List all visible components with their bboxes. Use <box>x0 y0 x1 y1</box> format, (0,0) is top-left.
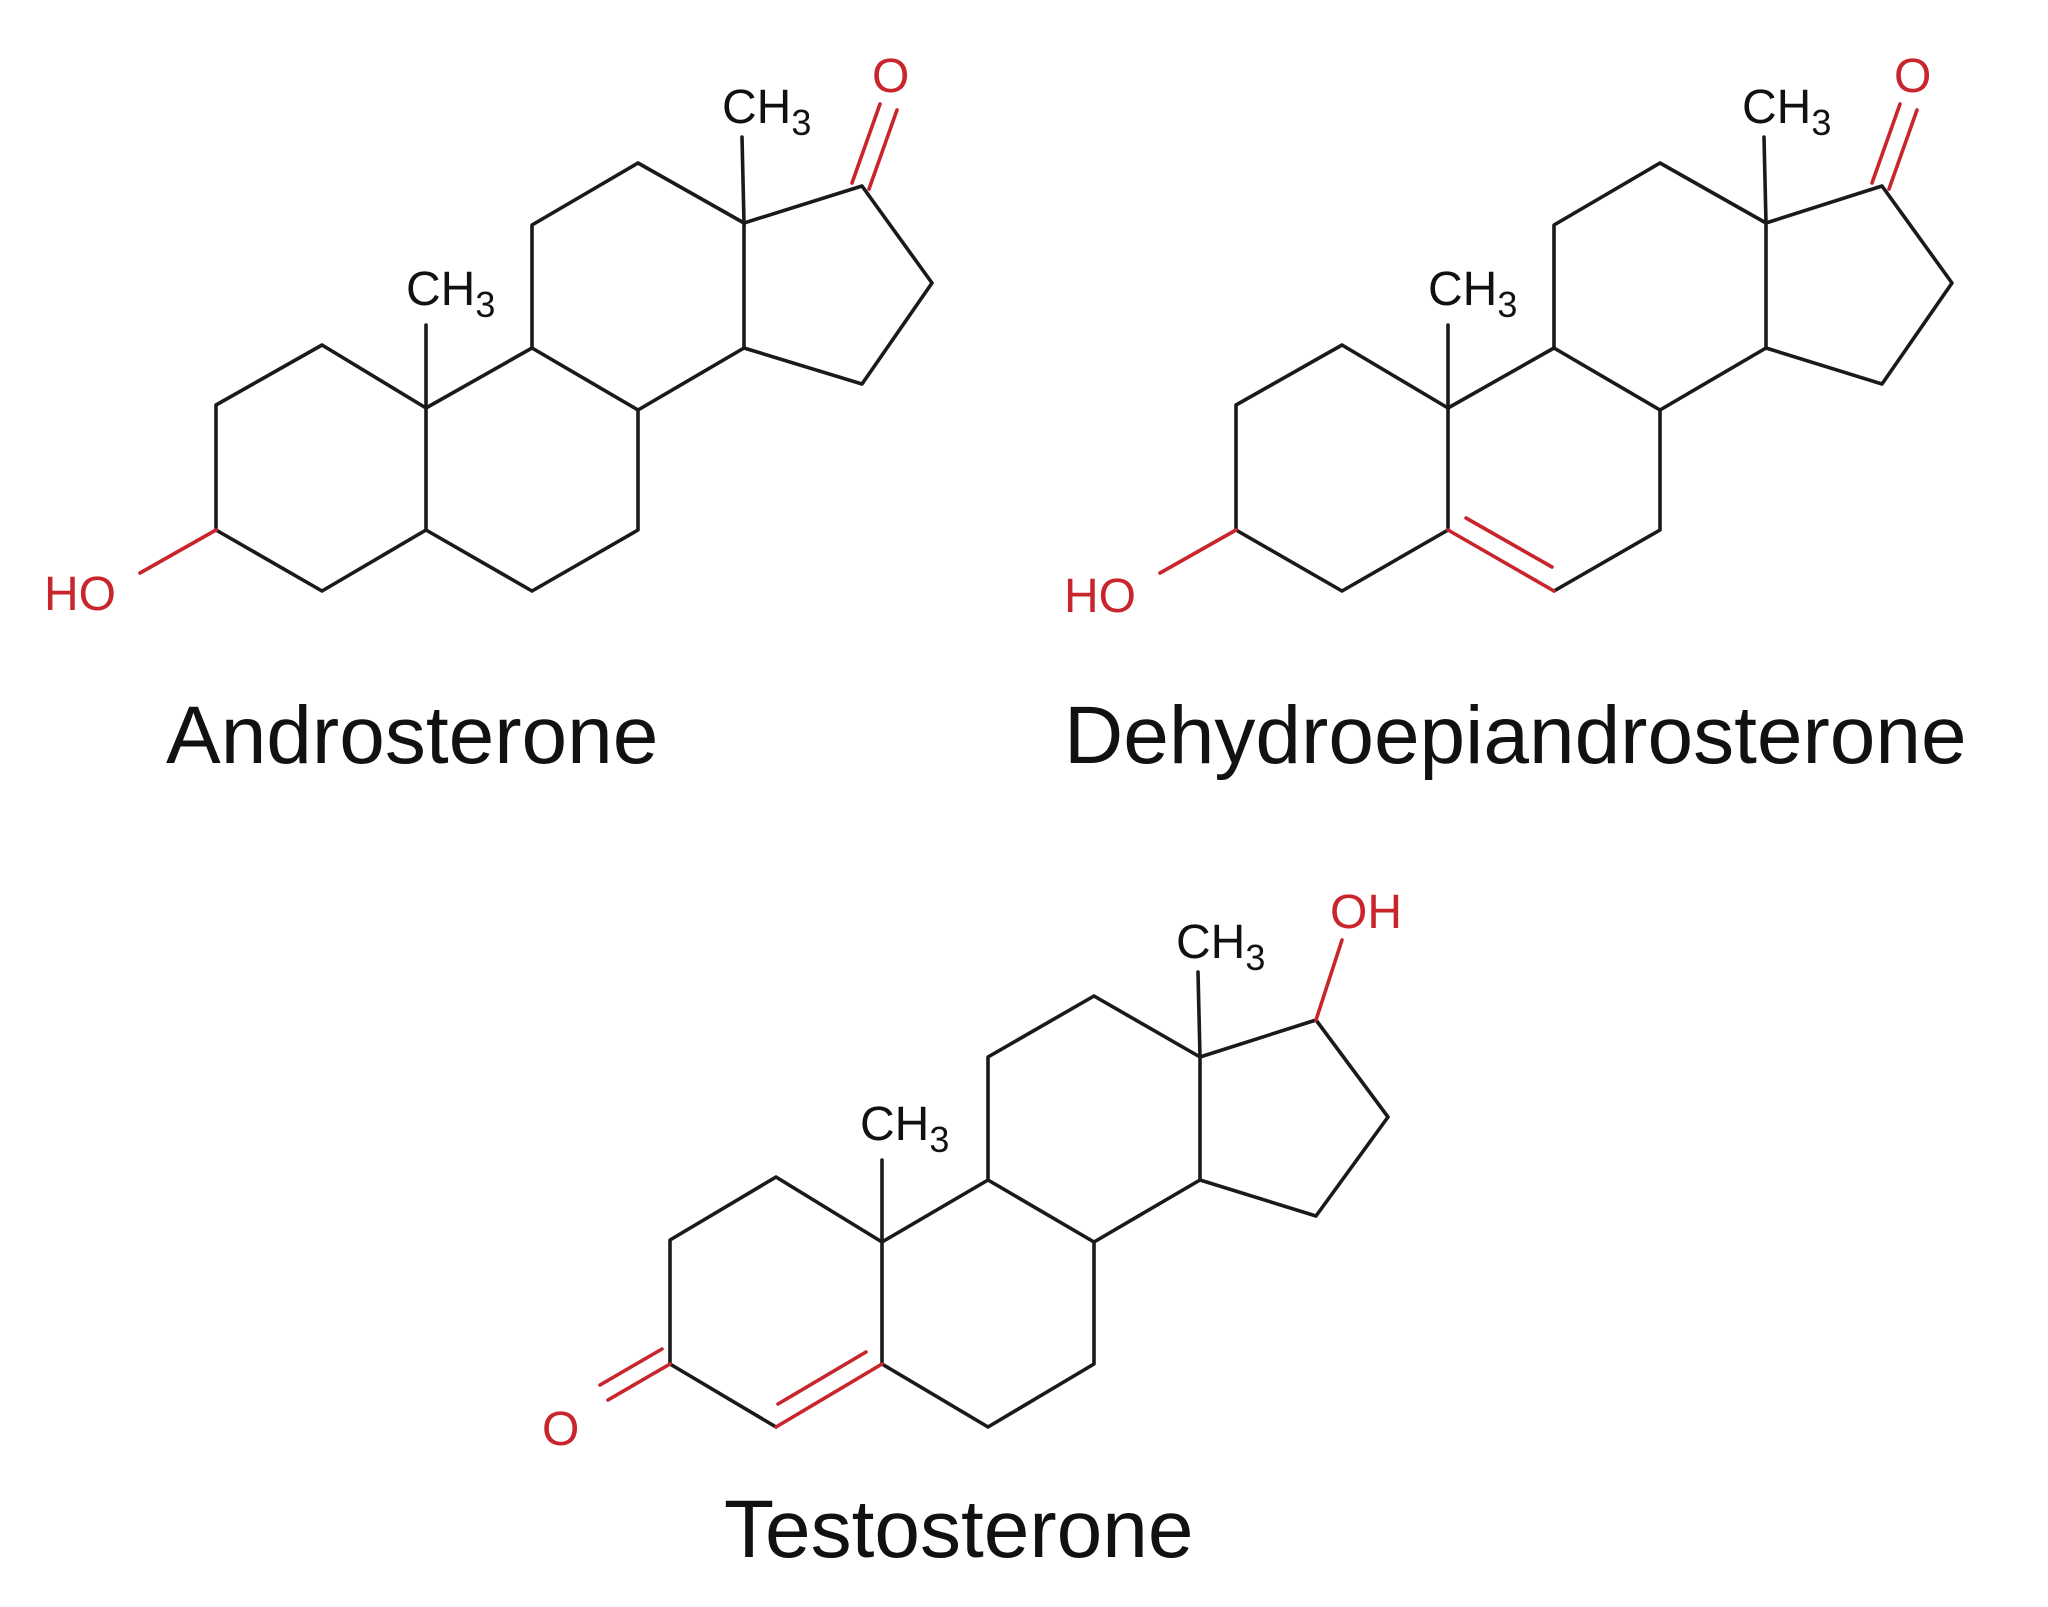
testosterone-atom-labels: CH3 CH3 OH O <box>542 886 1402 1456</box>
testosterone-skeleton-bonds <box>668 970 1390 1429</box>
testosterone-molecule: CH3 CH3 OH O Testosterone <box>542 886 1402 1575</box>
dhea-ch3-top: CH3 <box>1742 81 1831 143</box>
dhea-skeleton-bonds <box>1234 135 1954 593</box>
androsterone-ch3-top: CH3 <box>722 81 811 143</box>
androsterone-molecule: CH3 CH3 O HO Androsterone <box>44 50 934 781</box>
testosterone-ch3-top: CH3 <box>1176 916 1265 978</box>
androsterone-ch3-mid: CH3 <box>406 263 495 325</box>
testosterone-ch3-mid: CH3 <box>860 1098 949 1160</box>
testosterone-hetero-bonds <box>598 938 1344 1429</box>
dhea-name: Dehydroepiandrosterone <box>1064 690 1967 781</box>
testosterone-hydroxyl: OH <box>1330 886 1402 939</box>
androsterone-skeleton-bonds <box>214 135 934 593</box>
testosterone-name: Testosterone <box>724 1484 1194 1575</box>
dhea-hydroxyl: HO <box>1064 570 1136 623</box>
dhea-ch3-mid: CH3 <box>1428 263 1517 325</box>
androsterone-hetero-bonds <box>138 102 899 575</box>
androsterone-name: Androsterone <box>166 690 658 781</box>
androsterone-atom-labels: CH3 CH3 O HO <box>44 50 909 621</box>
dhea-hetero-bonds <box>1158 102 1919 593</box>
dhea-molecule: CH3 CH3 O HO Dehydroepiandrosterone <box>1064 50 1967 781</box>
androsterone-ketone-oxygen: O <box>872 50 909 103</box>
androsterone-hydroxyl: HO <box>44 568 116 621</box>
dhea-atom-labels: CH3 CH3 O HO <box>1064 50 1931 623</box>
dhea-ketone-oxygen: O <box>1894 50 1931 103</box>
testosterone-ketone-oxygen: O <box>542 1403 579 1456</box>
